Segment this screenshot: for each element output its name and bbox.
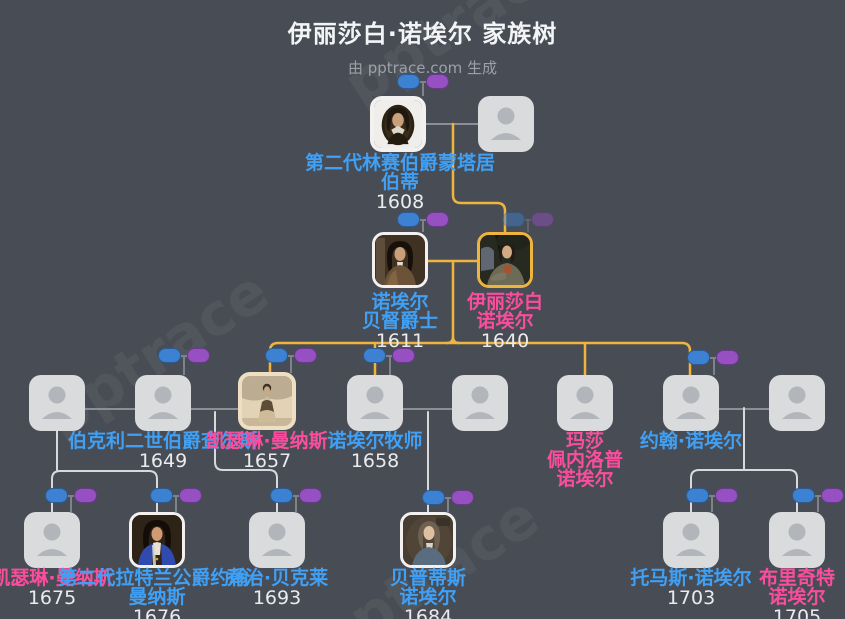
male-toggle-pill[interactable] [45, 488, 68, 503]
person-card-martha[interactable] [557, 375, 613, 431]
person-card-john[interactable] [663, 375, 719, 431]
male-toggle-pill[interactable] [686, 488, 709, 503]
female-toggle-pill[interactable] [821, 488, 844, 503]
female-toggle-pill[interactable] [392, 348, 415, 363]
placeholder-avatar-icon [42, 386, 72, 419]
person-card-rutland1676[interactable] [129, 512, 185, 568]
page-subtitle: 由 pptrace.com 生成 [347, 59, 498, 77]
person-card-unknown-gen3-a[interactable] [29, 375, 85, 431]
placeholder-avatar-icon [360, 386, 390, 419]
pill-pair-rutland1676 [150, 488, 202, 503]
pill-pair-john [687, 350, 739, 365]
pill-connector [709, 494, 715, 497]
male-toggle-pill[interactable] [270, 488, 293, 503]
female-toggle-pill[interactable] [531, 212, 554, 227]
pill-pair-berkeley [158, 348, 210, 363]
person-card-catherine[interactable] [238, 372, 296, 430]
pill-pair-catherine [265, 348, 317, 363]
male-toggle-pill[interactable] [397, 212, 420, 227]
highlight-lineage-connectors [268, 122, 692, 380]
placeholder-avatar-icon [465, 386, 495, 419]
male-toggle-pill[interactable] [158, 348, 181, 363]
person-card-montagu[interactable] [370, 96, 426, 152]
pill-pair-elizabeth [502, 212, 554, 227]
person-card-george1693[interactable] [249, 512, 305, 568]
pill-connector [386, 354, 392, 357]
portrait-montagu-bertie [374, 100, 422, 148]
placeholder-avatar-icon [676, 386, 706, 419]
pill-connector [173, 494, 179, 497]
placeholder-avatar-icon [570, 386, 600, 419]
person-card-unknown-gen3-b[interactable] [452, 375, 508, 431]
pill-connector [525, 218, 531, 221]
pill-connector [420, 218, 426, 221]
person-card-unknown-spouse-1[interactable] [478, 96, 534, 152]
header: 伊丽莎白·诺埃尔 家族树 由 pptrace.com 生成 [0, 14, 845, 78]
pill-connector [293, 494, 299, 497]
pill-pair-reverend [363, 348, 415, 363]
pill-connector [68, 494, 74, 497]
pill-stubs [70, 83, 819, 512]
placeholder-avatar-icon [148, 386, 178, 419]
male-toggle-pill[interactable] [422, 490, 445, 505]
pill-connector [815, 494, 821, 497]
person-card-unknown-gen3-c[interactable] [769, 375, 825, 431]
pill-pair-thomas1703 [686, 488, 738, 503]
female-toggle-pill[interactable] [451, 490, 474, 505]
pill-pair-george1693 [270, 488, 322, 503]
person-card-bridget1705[interactable] [769, 512, 825, 568]
female-toggle-pill[interactable] [187, 348, 210, 363]
male-toggle-pill[interactable] [687, 350, 710, 365]
portrait-noel [375, 235, 425, 285]
person-card-reverend[interactable] [347, 375, 403, 431]
placeholder-avatar-icon [676, 523, 706, 556]
male-toggle-pill[interactable] [363, 348, 386, 363]
pill-pair-katherine1675 [45, 488, 97, 503]
person-card-katherine1675[interactable] [24, 512, 80, 568]
pill-connector [181, 354, 187, 357]
female-toggle-pill[interactable] [426, 212, 449, 227]
person-card-baptist1684[interactable] [400, 512, 456, 568]
female-toggle-pill[interactable] [294, 348, 317, 363]
male-toggle-pill[interactable] [265, 348, 288, 363]
portrait-baptist-noel [403, 515, 453, 565]
pill-pair-montagu [397, 74, 449, 89]
female-toggle-pill[interactable] [299, 488, 322, 503]
pill-connector [288, 354, 294, 357]
placeholder-avatar-icon [782, 386, 812, 419]
person-card-noel[interactable] [372, 232, 428, 288]
person-card-elizabeth-highlighted[interactable] [477, 232, 533, 288]
pill-pair-noel [397, 212, 449, 227]
female-toggle-pill[interactable] [715, 488, 738, 503]
pill-connector [710, 356, 716, 359]
portrait-john-manners [132, 515, 182, 565]
male-toggle-pill[interactable] [502, 212, 525, 227]
male-toggle-pill[interactable] [397, 74, 420, 89]
placeholder-avatar-icon [782, 523, 812, 556]
portrait-catherine-manners [242, 376, 292, 426]
female-toggle-pill[interactable] [716, 350, 739, 365]
placeholder-avatar-icon [262, 523, 292, 556]
person-card-berkeley[interactable] [135, 375, 191, 431]
male-toggle-pill[interactable] [792, 488, 815, 503]
pill-pair-baptist1684 [422, 490, 474, 505]
placeholder-avatar-icon [37, 523, 67, 556]
portrait-elizabeth-noel [480, 235, 530, 285]
pill-connector [445, 496, 451, 499]
pill-connector [420, 80, 426, 83]
female-toggle-pill[interactable] [74, 488, 97, 503]
male-toggle-pill[interactable] [150, 488, 173, 503]
page-title: 伊丽莎白·诺埃尔 家族树 [287, 20, 558, 48]
pill-pair-bridget1705 [792, 488, 844, 503]
placeholder-avatar-icon [491, 107, 521, 140]
female-toggle-pill[interactable] [179, 488, 202, 503]
person-card-thomas1703[interactable] [663, 512, 719, 568]
female-toggle-pill[interactable] [426, 74, 449, 89]
